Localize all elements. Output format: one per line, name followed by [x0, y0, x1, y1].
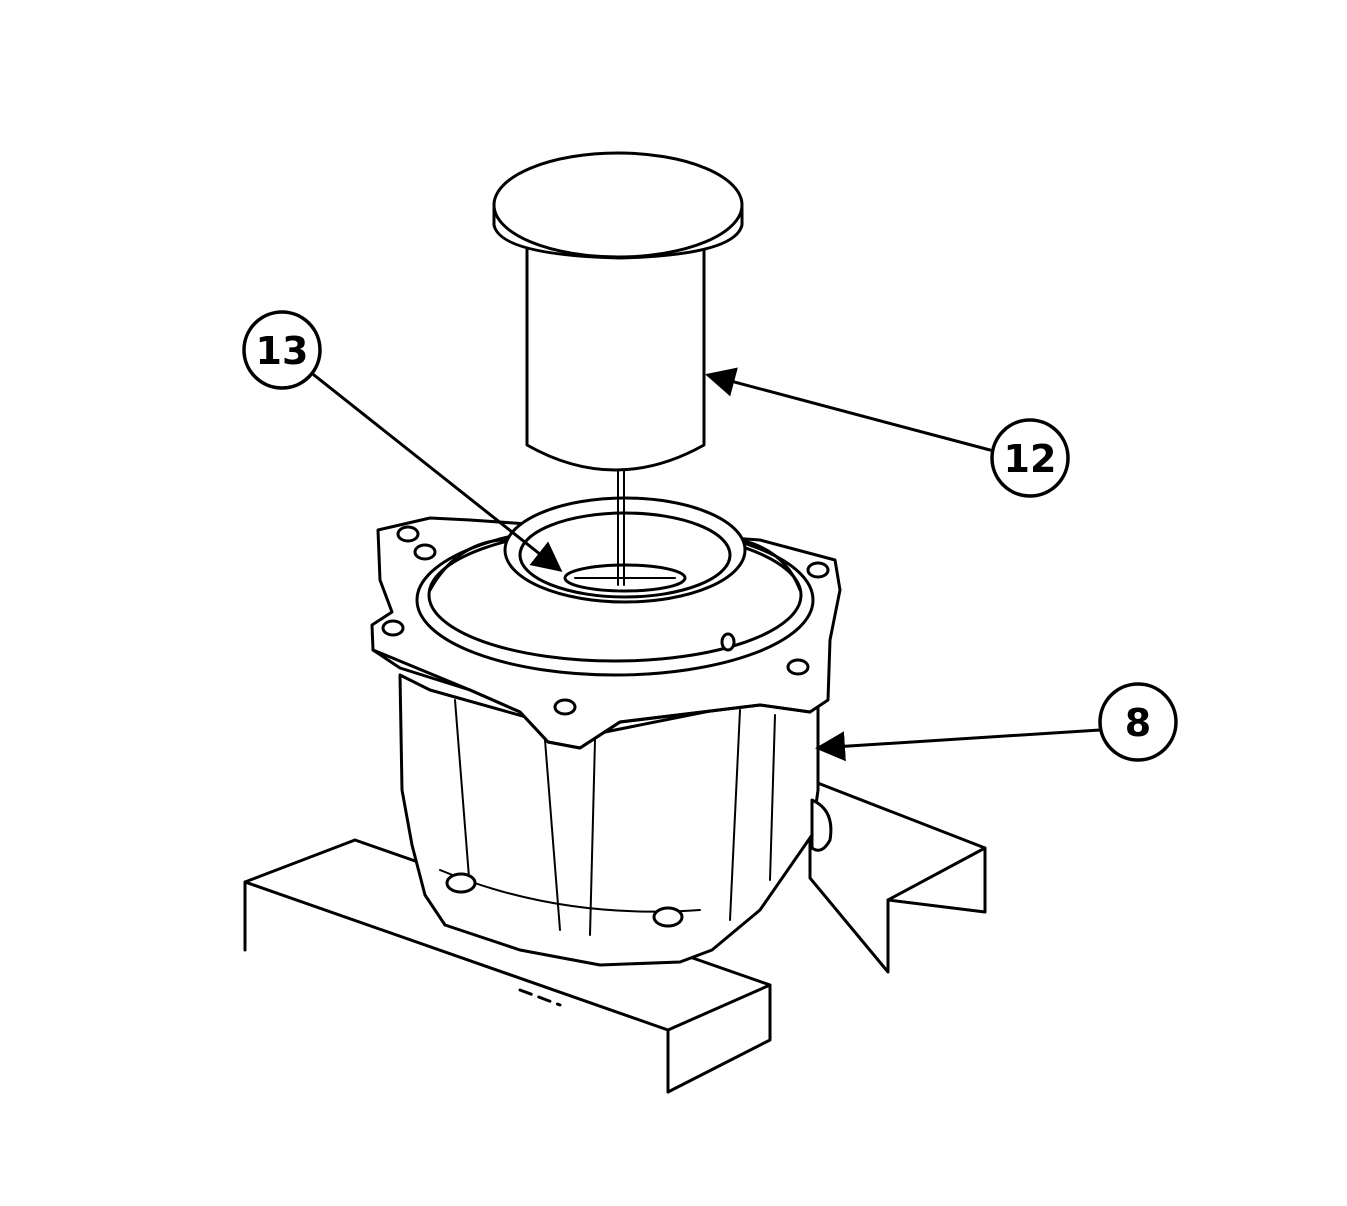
bearing-retainer: [415, 496, 815, 677]
callout-8: 8: [1098, 682, 1178, 762]
support-block-left: [243, 838, 772, 1094]
callout-13-label: 13: [256, 329, 309, 373]
housing-body: [398, 673, 833, 967]
leader-line-13: [312, 373, 563, 572]
callout-8-label: 8: [1125, 701, 1151, 745]
installer-tool: [492, 151, 744, 586]
callout-12: 12: [990, 418, 1070, 498]
leader-line-12: [705, 367, 992, 452]
callout-13: 13: [242, 310, 322, 390]
support-block-right: [808, 778, 987, 974]
leader-line-8: [815, 728, 1102, 762]
callout-12-label: 12: [1004, 437, 1057, 481]
